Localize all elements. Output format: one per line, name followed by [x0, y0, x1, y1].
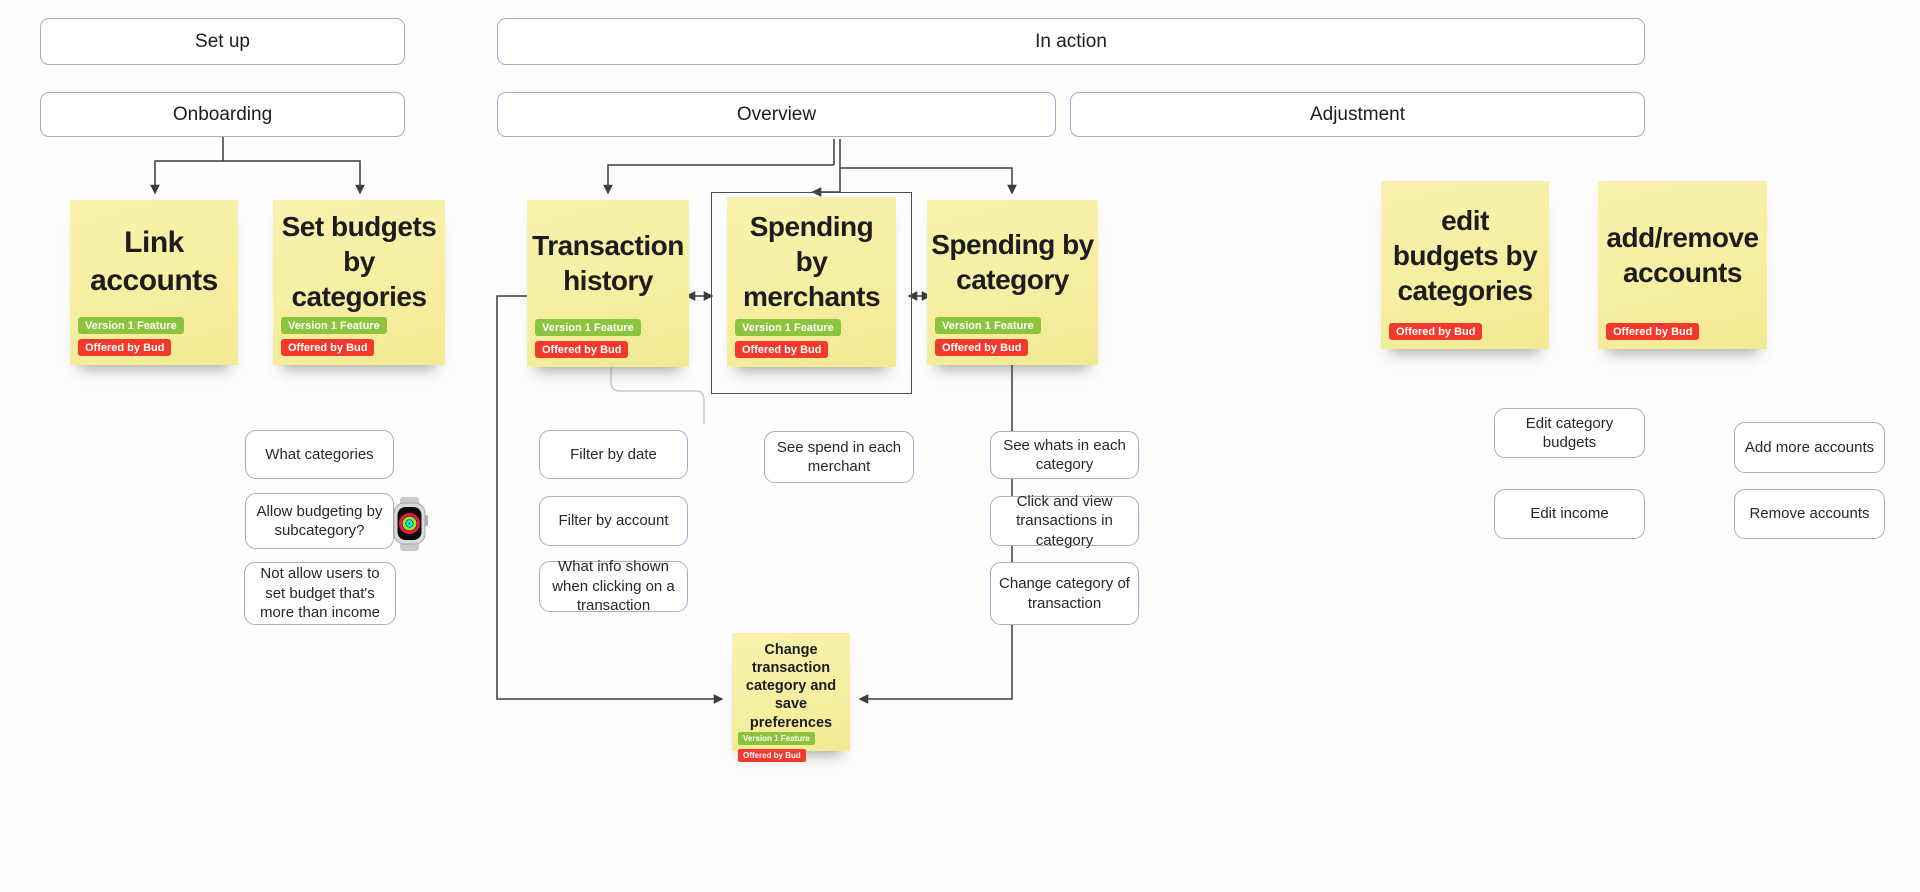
sticky-spending-category[interactable]: Spending by category Version 1 Feature O…	[927, 200, 1098, 365]
connector-ghost-line	[610, 367, 705, 424]
sticky-spending-category-title: Spending by category	[931, 228, 1094, 295]
version-1-feature-badge: Version 1 Feature	[738, 731, 815, 745]
note-what-info-label: What info shown when clicking on a trans…	[552, 558, 675, 615]
section-in-action[interactable]: In action	[497, 18, 1645, 65]
sticky-set-budgets[interactable]: Set budgets by categories Version 1 Feat…	[273, 200, 445, 365]
version-1-feature-badge: Version 1 Feature	[735, 319, 841, 336]
note-not-allow-over-income[interactable]: Not allow users to set budget that's mor…	[244, 562, 396, 625]
note-allow-subcategory[interactable]: Allow budgeting by subcategory?	[245, 493, 394, 549]
note-see-whats-category[interactable]: See whats in each category	[990, 431, 1139, 479]
offered-by-bud-badge: Offered by Bud	[935, 339, 1029, 356]
connector-overview-to-history	[603, 164, 834, 195]
section-set-up-label: Set up	[195, 30, 250, 52]
sticky-spending-merchants-title: Spending by merchants	[742, 210, 881, 312]
note-click-view-transactions-label: Click and view transactions in category	[1016, 492, 1113, 549]
note-change-category[interactable]: Change category of transaction	[990, 562, 1139, 625]
apple-watch-icon[interactable]	[388, 496, 430, 557]
sticky-edit-budgets[interactable]: edit budgets by categories Offered by Bu…	[1381, 181, 1549, 349]
note-click-view-transactions[interactable]: Click and view transactions in category	[990, 493, 1139, 549]
sticky-change-preferences[interactable]: Change transaction category and save pre…	[732, 633, 850, 762]
offered-by-bud-badge: Offered by Bud	[1606, 323, 1700, 340]
section-overview-label: Overview	[736, 103, 817, 125]
connector-history-loop	[496, 295, 724, 704]
sticky-spending-merchants[interactable]: Spending by merchants Version 1 Feature …	[727, 197, 896, 367]
sticky-change-preferences-title: Change transaction category and save pre…	[745, 642, 837, 731]
note-allow-subcategory-label: Allow budgeting by subcategory?	[256, 502, 383, 540]
note-add-more-accounts-label: Add more accounts	[1744, 438, 1875, 456]
sticky-add-remove-accounts[interactable]: add/remove accounts Offered by Bud	[1598, 181, 1767, 349]
note-what-categories-label: What categories	[265, 445, 374, 463]
note-what-categories[interactable]: What categories	[245, 430, 394, 479]
offered-by-bud-badge: Offered by Bud	[281, 339, 375, 356]
note-filter-by-account[interactable]: Filter by account	[539, 496, 688, 546]
note-edit-category-budgets-label: Edit category budgets	[1525, 414, 1614, 452]
note-not-allow-over-income-label: Not allow users to set budget that's mor…	[259, 565, 381, 622]
note-remove-accounts-label: Remove accounts	[1749, 505, 1870, 523]
sticky-transaction-history[interactable]: Transaction history Version 1 Feature Of…	[527, 200, 689, 367]
note-edit-income[interactable]: Edit income	[1494, 489, 1645, 539]
sticky-transaction-history-title: Transaction history	[532, 229, 684, 296]
note-see-spend-merchant[interactable]: See spend in each merchant	[764, 431, 914, 483]
offered-by-bud-badge: Offered by Bud	[735, 341, 829, 358]
note-filter-by-date-label: Filter by date	[570, 445, 657, 463]
section-onboarding-label: Onboarding	[172, 103, 273, 125]
version-1-feature-badge: Version 1 Feature	[78, 317, 184, 334]
note-what-info[interactable]: What info shown when clicking on a trans…	[539, 558, 688, 614]
sticky-edit-budgets-title: edit budgets by categories	[1392, 204, 1538, 306]
offered-by-bud-badge: Offered by Bud	[535, 341, 629, 358]
note-filter-by-account-label: Filter by account	[558, 512, 669, 530]
note-see-whats-category-label: See whats in each category	[1003, 436, 1126, 474]
section-overview[interactable]: Overview	[497, 92, 1056, 137]
sticky-set-budgets-title: Set budgets by categories	[281, 211, 437, 312]
version-1-feature-badge: Version 1 Feature	[935, 317, 1041, 334]
section-adjustment[interactable]: Adjustment	[1070, 92, 1645, 137]
offered-by-bud-badge: Offered by Bud	[78, 339, 172, 356]
note-filter-by-date[interactable]: Filter by date	[539, 430, 688, 479]
offered-by-bud-badge: Offered by Bud	[1389, 323, 1483, 340]
section-in-action-label: In action	[1035, 30, 1107, 52]
section-set-up[interactable]: Set up	[40, 18, 405, 65]
sticky-add-remove-accounts-title: add/remove accounts	[1606, 222, 1759, 288]
sticky-link-accounts[interactable]: Link accounts Version 1 Feature Offered …	[70, 200, 238, 365]
section-onboarding[interactable]: Onboarding	[40, 92, 405, 137]
connector-overview-to-category	[840, 167, 1017, 195]
note-change-category-label: Change category of transaction	[999, 575, 1130, 612]
note-see-spend-merchant-label: See spend in each merchant	[776, 438, 902, 476]
note-remove-accounts[interactable]: Remove accounts	[1734, 489, 1885, 539]
version-1-feature-badge: Version 1 Feature	[281, 317, 387, 334]
sticky-link-accounts-title: Link accounts	[90, 226, 218, 297]
note-add-more-accounts[interactable]: Add more accounts	[1734, 422, 1885, 473]
version-1-feature-badge: Version 1 Feature	[535, 319, 641, 336]
connector-onboarding-branch	[150, 160, 365, 195]
offered-by-bud-badge: Offered by Bud	[738, 748, 806, 762]
note-edit-category-budgets[interactable]: Edit category budgets	[1494, 408, 1645, 458]
note-edit-income-label: Edit income	[1530, 505, 1609, 523]
connector-overview-to-merchants	[811, 168, 841, 197]
section-adjustment-label: Adjustment	[1309, 103, 1406, 125]
